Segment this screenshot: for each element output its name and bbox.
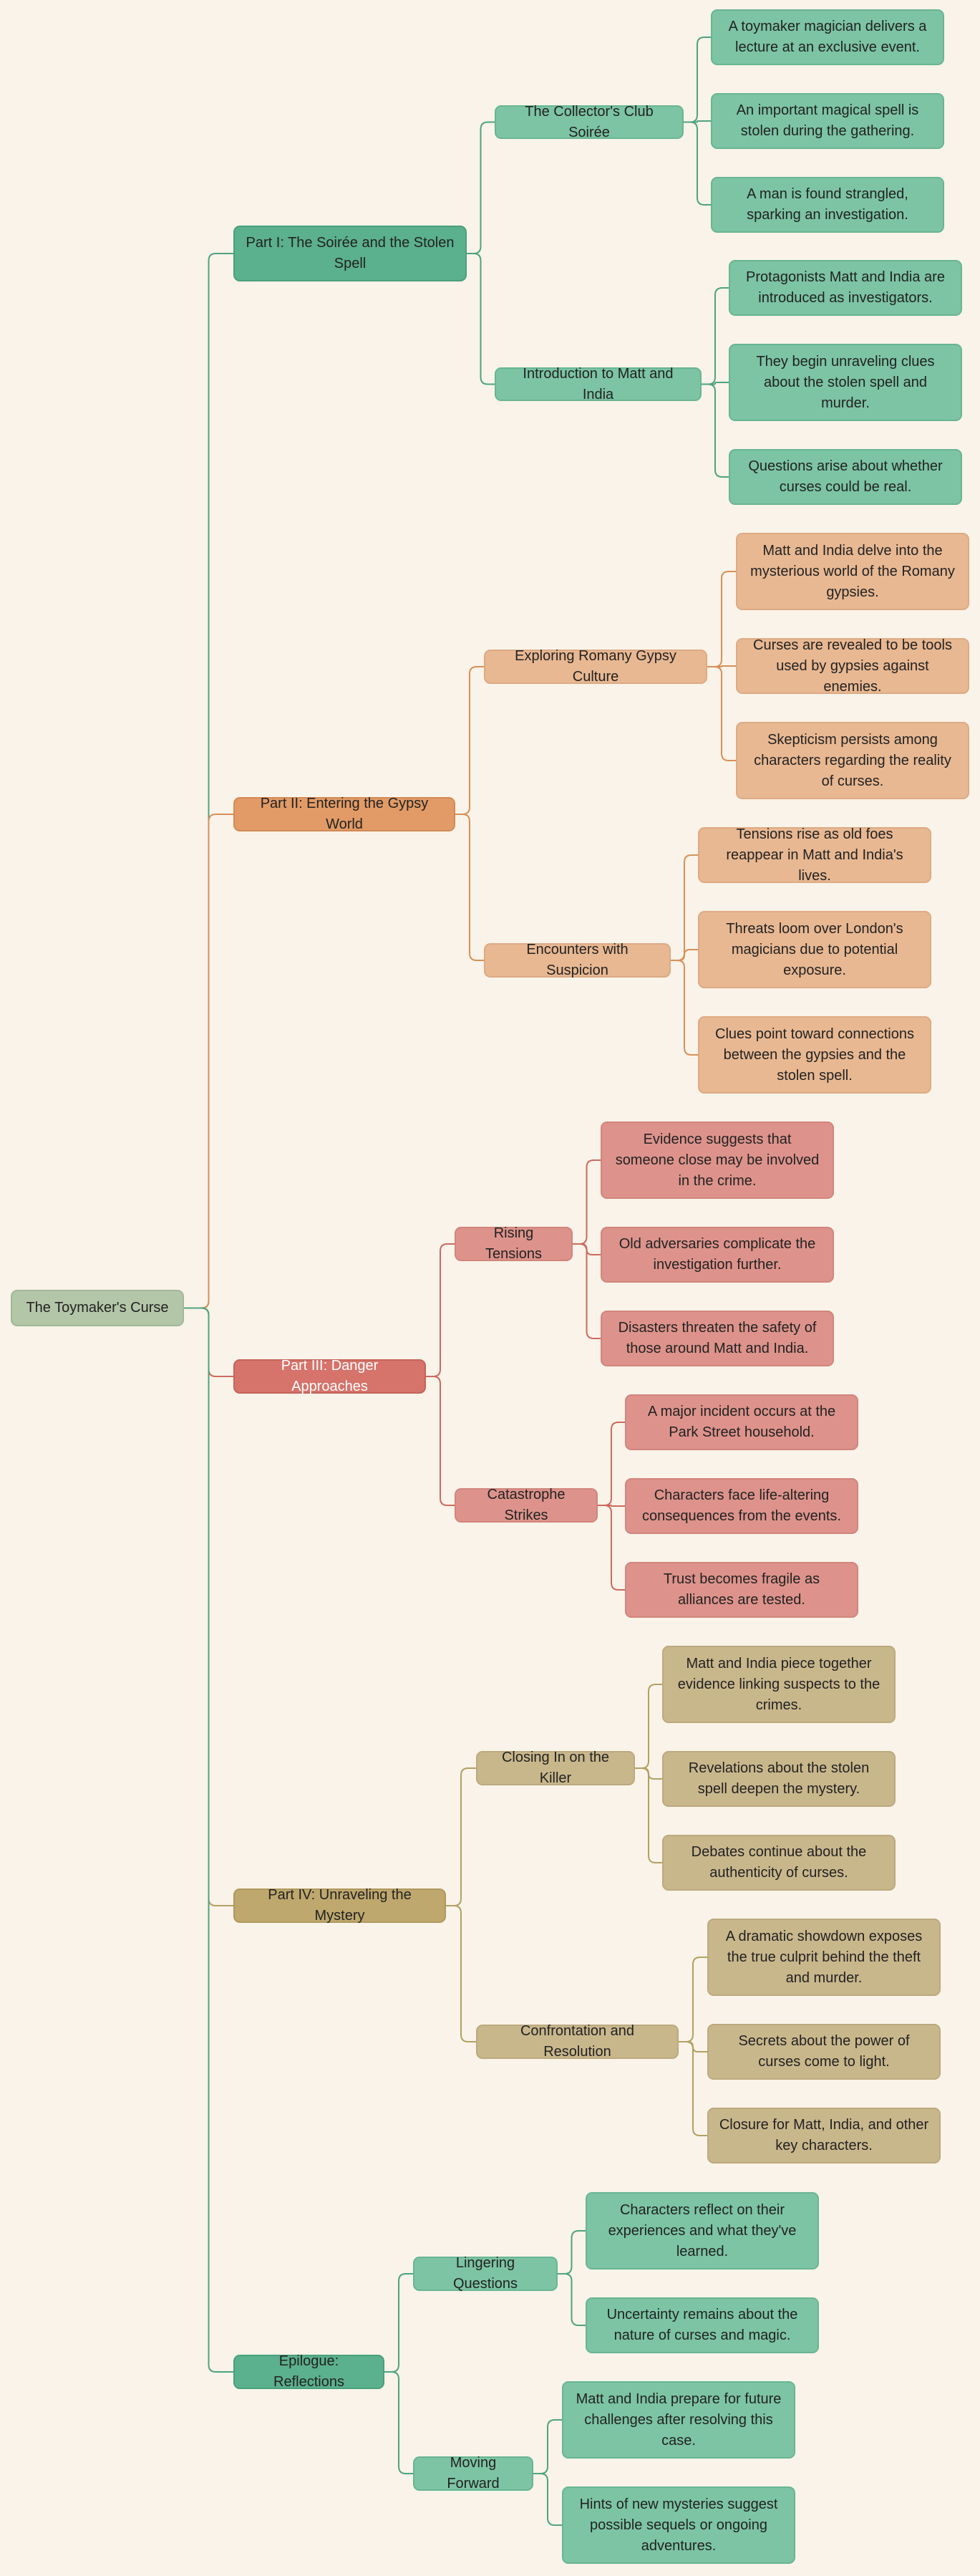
connector-part-3-section-1 xyxy=(426,1243,455,1377)
connector-section-4-1-detail-1 xyxy=(635,1684,662,1769)
connector-section-4-1-detail-3 xyxy=(635,1767,662,1863)
detail-node-2-1-3[interactable]: Skepticism persists among characters reg… xyxy=(736,722,969,799)
connector-section-2-1-detail-2 xyxy=(707,665,736,667)
connector-section-5-1-detail-2 xyxy=(558,2273,586,2326)
connector-section-3-1-detail-1 xyxy=(573,1159,601,1245)
connector-section-1-2-detail-2 xyxy=(702,382,729,385)
connector-section-1-2-detail-1 xyxy=(702,287,729,385)
section-node-5-1[interactable]: Lingering Questions xyxy=(413,2255,558,2292)
part-node-4[interactable]: Part IV: Unraveling the Mystery xyxy=(233,1887,446,1924)
connector-section-2-1-detail-3 xyxy=(707,666,736,761)
detail-node-3-2-3[interactable]: Trust becomes fragile as alliances are t… xyxy=(625,1562,858,1618)
connector-section-1-1-detail-1 xyxy=(684,37,711,123)
connector-root-part-5 xyxy=(184,1307,233,2373)
connector-part-5-section-2 xyxy=(384,2371,413,2474)
connector-root-part-2 xyxy=(184,814,233,1309)
detail-node-3-1-2[interactable]: Old adversaries complicate the investiga… xyxy=(601,1227,834,1283)
detail-node-5-2-1[interactable]: Matt and India prepare for future challe… xyxy=(562,2381,795,2459)
connector-section-4-2-detail-3 xyxy=(679,2041,707,2136)
connector-section-3-2-detail-2 xyxy=(598,1505,625,1507)
connector-part-5-section-1 xyxy=(384,2273,413,2373)
section-node-2-2[interactable]: Encounters with Suspicion xyxy=(484,942,671,978)
detail-node-1-1-2[interactable]: An important magical spell is stolen dur… xyxy=(711,93,944,149)
connector-section-2-2-detail-3 xyxy=(671,960,698,1056)
section-node-2-1[interactable]: Exploring Romany Gypsy Culture xyxy=(484,648,707,685)
detail-node-3-1-3[interactable]: Disasters threaten the safety of those a… xyxy=(601,1311,834,1366)
root-node[interactable]: The Toymaker's Curse xyxy=(11,1290,184,1326)
part-node-5[interactable]: Epilogue: Reflections xyxy=(233,2353,384,2390)
section-node-5-2[interactable]: Moving Forward xyxy=(413,2455,533,2491)
detail-node-2-2-1[interactable]: Tensions rise as old foes reappear in Ma… xyxy=(698,826,931,884)
connector-section-5-2-detail-1 xyxy=(533,2419,562,2474)
connector-section-1-2-detail-3 xyxy=(702,383,729,478)
section-node-1-2[interactable]: Introduction to Matt and India xyxy=(495,366,702,402)
section-node-4-2[interactable]: Confrontation and Resolution xyxy=(476,2023,679,2060)
section-node-1-1[interactable]: The Collector's Club Soirée xyxy=(495,104,684,140)
section-node-3-2[interactable]: Catastrophe Strikes xyxy=(455,1487,598,1523)
section-node-4-1[interactable]: Closing In on the Killer xyxy=(476,1750,635,1786)
detail-node-3-1-1[interactable]: Evidence suggests that someone close may… xyxy=(601,1121,834,1199)
section-node-3-1[interactable]: Rising Tensions xyxy=(455,1225,573,1262)
detail-node-1-2-2[interactable]: They begin unraveling clues about the st… xyxy=(729,344,962,421)
connector-section-3-1-detail-3 xyxy=(573,1243,601,1339)
detail-node-1-1-3[interactable]: A man is found strangled, sparking an in… xyxy=(711,177,944,233)
connector-section-2-2-detail-1 xyxy=(671,854,698,961)
part-node-1[interactable]: Part I: The Soirée and the Stolen Spell xyxy=(233,226,467,281)
detail-node-4-2-3[interactable]: Closure for Matt, India, and other key c… xyxy=(707,2108,941,2163)
detail-node-3-2-2[interactable]: Characters face life-altering consequenc… xyxy=(625,1478,858,1534)
connector-section-5-1-detail-1 xyxy=(558,2230,586,2274)
detail-node-4-1-3[interactable]: Debates continue about the authenticity … xyxy=(662,1835,896,1891)
connector-section-1-1-detail-3 xyxy=(684,121,711,206)
detail-node-1-1-1[interactable]: A toymaker magician delivers a lecture a… xyxy=(711,9,944,65)
detail-node-5-2-2[interactable]: Hints of new mysteries suggest possible … xyxy=(562,2486,795,2564)
detail-node-3-2-1[interactable]: A major incident occurs at the Park Stre… xyxy=(625,1394,858,1450)
connector-section-5-2-detail-2 xyxy=(533,2473,562,2526)
detail-node-4-1-2[interactable]: Revelations about the stolen spell deepe… xyxy=(662,1751,896,1807)
detail-node-2-1-1[interactable]: Matt and India delve into the mysterious… xyxy=(736,533,969,610)
detail-node-4-2-2[interactable]: Secrets about the power of curses come t… xyxy=(707,2024,941,2080)
connector-section-2-2-detail-2 xyxy=(671,949,698,961)
detail-node-2-2-3[interactable]: Clues point toward connections between t… xyxy=(698,1016,931,1094)
connector-section-1-1-detail-2 xyxy=(684,120,711,123)
detail-node-1-2-1[interactable]: Protagonists Matt and India are introduc… xyxy=(729,260,962,316)
part-node-2[interactable]: Part II: Entering the Gypsy World xyxy=(233,796,455,832)
detail-node-4-1-1[interactable]: Matt and India piece together evidence l… xyxy=(662,1646,896,1723)
detail-node-2-2-2[interactable]: Threats loom over London's magicians due… xyxy=(698,911,931,988)
detail-node-5-1-1[interactable]: Characters reflect on their experiences … xyxy=(586,2192,819,2269)
connector-part-1-section-1 xyxy=(467,121,495,254)
connector-part-3-section-2 xyxy=(426,1376,455,1506)
detail-node-4-2-1[interactable]: A dramatic showdown exposes the true cul… xyxy=(707,1919,941,1996)
connector-part-1-section-2 xyxy=(467,253,495,385)
connector-section-2-1-detail-1 xyxy=(707,571,736,667)
detail-node-2-1-2[interactable]: Curses are revealed to be tools used by … xyxy=(736,637,969,695)
detail-node-5-1-2[interactable]: Uncertainty remains about the nature of … xyxy=(586,2297,819,2353)
detail-node-1-2-3[interactable]: Questions arise about whether curses cou… xyxy=(729,449,962,505)
part-node-3[interactable]: Part III: Danger Approaches xyxy=(233,1358,426,1394)
connector-section-4-2-detail-1 xyxy=(679,1957,707,2042)
connector-part-2-section-1 xyxy=(455,666,484,815)
connector-part-4-section-1 xyxy=(446,1767,476,1906)
connector-part-4-section-2 xyxy=(446,1905,476,2042)
connector-section-3-2-detail-1 xyxy=(598,1422,625,1506)
connector-section-3-2-detail-3 xyxy=(598,1505,625,1591)
connector-part-2-section-2 xyxy=(455,814,484,961)
